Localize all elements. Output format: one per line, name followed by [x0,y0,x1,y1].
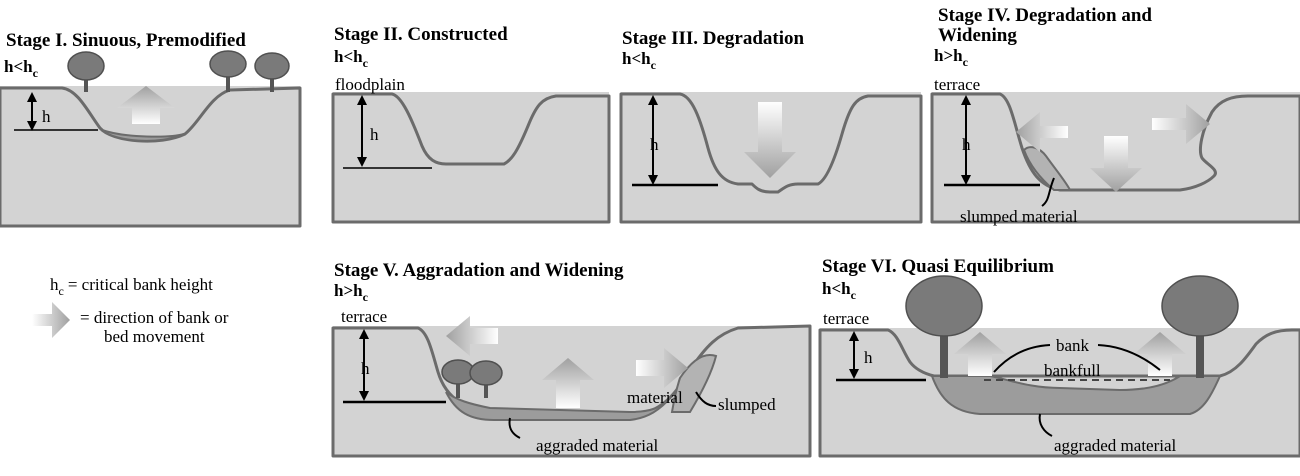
panel-5-aggraded-callout-line [508,417,521,439]
panel-6-aggraded-bed [930,375,1222,415]
panel-4-terrace-label: terrace [934,75,980,94]
panel-stage-3: h Stage III. Degradation h<hc [619,28,923,224]
panel-4-right-arrow-icon [1152,104,1210,144]
panel-5-left-arrow-icon [446,316,498,356]
legend-arrow-icon [32,302,70,338]
panel-4-down-arrow-icon [1090,136,1142,192]
panel-6-bank-callout-left [993,344,1051,373]
panel-6-criterion: h<hc [822,279,857,302]
panel-6-bank-callout-right [1097,344,1161,371]
panel-2-cross-section [331,92,611,224]
panel-5-criterion: h>hc [334,281,369,304]
panel-5-slumped-label: slumped [718,395,776,414]
panel-4-title-line-1: Stage IV. Degradation and [938,5,1152,26]
panel-4-left-arrow-icon [1016,112,1068,152]
panel-1-up-arrow-icon [117,86,175,124]
panel-5-aggraded-bed [445,391,673,421]
panel-5-tree-pair [441,359,503,398]
panel-6-title: Stage VI. Quasi Equilibrium [822,256,1054,277]
panel-2-criterion: h<hc [334,47,369,70]
panel-4-slumped-material-label: slumped material [960,207,1078,226]
panel-3-criterion: h<hc [622,49,657,72]
panel-3-down-arrow-icon [744,102,796,178]
panel-2-floodplain-label: floodplain [335,75,405,94]
panel-6-bankfull-label: bankfull [1044,361,1101,380]
panel-6-tree-right [1161,275,1239,378]
panel-3-h-label: h [650,135,659,154]
panel-1-criterion: h<hc [4,57,39,80]
panel-1-tree-right-b [254,52,290,92]
panel-5-material-label: material [627,388,683,407]
panel-3-title: Stage III. Degradation [622,28,805,49]
panel-6-h-label: h [864,348,873,367]
panel-1-title: Stage I. Sinuous, Premodified [6,30,246,51]
panel-2-title: Stage II. Constructed [334,24,508,45]
panel-6-aggraded-label: aggraded material [1054,436,1177,455]
panel-4-cross-section [930,92,1300,224]
legend: hc= critical bank height = direction of … [32,275,229,346]
panel-6-up-arrow-right-icon [1134,332,1186,376]
panel-5-terrace-label: terrace [341,307,387,326]
legend-hc-entry: hc= critical bank height [50,275,213,298]
panel-1-tree-left [67,51,105,92]
legend-arrow-text-line-1: = direction of bank or [80,308,229,327]
panel-5-aggraded-label: aggraded material [536,436,659,455]
panel-1-h-label: h [42,107,51,126]
panel-5-title: Stage V. Aggradation and Widening [334,260,624,281]
panel-6-bank-label: bank [1056,336,1090,355]
panel-4-criterion: h>hc [934,46,969,69]
panel-6-tree-left [905,275,983,378]
panel-5-right-arrow-icon [636,348,688,388]
panel-5-up-arrow-icon [542,358,594,408]
panel-stage-2: h floodplain Stage II. Constructed h<hc [331,24,611,224]
panel-4-slump-callout-line [1041,177,1055,207]
panel-3-cross-section [619,92,923,224]
legend-arrow-text-line-2: bed movement [104,327,205,346]
panel-4-h-label: h [962,135,971,154]
panel-1-tree-right-a [209,50,247,92]
panel-stage-6: h terrace bank bankfull aggraded materia… [818,256,1300,458]
panel-5-slump-block [670,354,718,413]
panel-4-title-line-2: Widening [938,25,1017,46]
panel-stage-1: h Stage I. Sinuous, Premodified h<hc [0,30,302,228]
panel-1-channel-bed [101,129,185,142]
panel-6-terrace-label: terrace [823,309,869,328]
panel-5-h-label: h [361,359,370,378]
panel-2-h-label: h [370,125,379,144]
panel-5-slumped-callout-line [695,391,717,407]
panel-6-up-arrow-left-icon [954,332,1006,376]
panel-stage-5: h terrace material slumped aggraded mate… [331,260,812,458]
panel-stage-4: h terrace slumped material Stage IV. Deg… [930,5,1300,226]
panel-6-aggraded-callout-line [1038,413,1053,437]
